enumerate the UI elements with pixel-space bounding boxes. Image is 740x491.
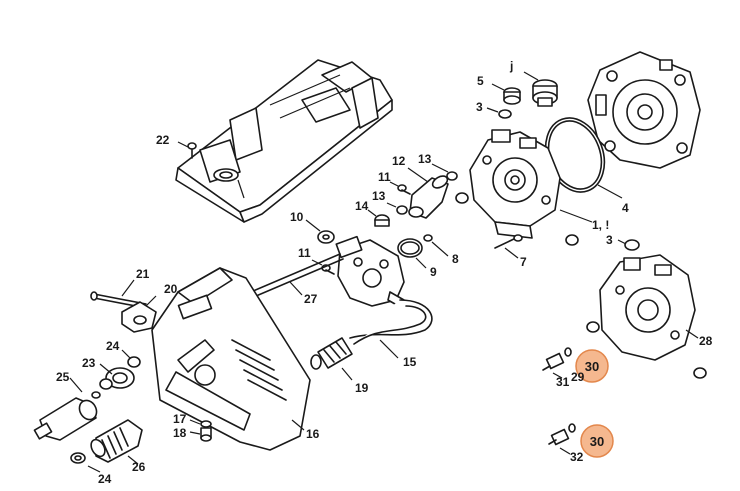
plug-14 bbox=[367, 209, 390, 227]
label-29: 29 bbox=[571, 370, 585, 384]
label-25: 25 bbox=[56, 370, 70, 384]
label-20: 20 bbox=[164, 282, 178, 296]
plug-part-5 bbox=[491, 83, 521, 105]
nozzle-25 bbox=[33, 377, 101, 441]
label-16: 16 bbox=[306, 427, 320, 441]
label-11-top: 11 bbox=[378, 170, 391, 184]
label-9: 9 bbox=[430, 265, 437, 279]
highlight-30-lower-label: 30 bbox=[590, 434, 604, 449]
fitting-17-18 bbox=[189, 419, 212, 442]
label-7: 7 bbox=[520, 255, 527, 269]
label-11-lower: 11 bbox=[298, 246, 311, 260]
highlight-30-lower[interactable]: 30 bbox=[580, 424, 614, 458]
label-18: 18 bbox=[173, 426, 187, 440]
label-1: 1, ! bbox=[592, 218, 609, 232]
sleeve-near-1 bbox=[565, 234, 579, 246]
plug-part-j bbox=[523, 71, 558, 107]
small-part-3-mid bbox=[617, 239, 640, 251]
bolt-7 bbox=[494, 234, 523, 259]
elbow-fitting-12 bbox=[407, 167, 449, 219]
label-22: 22 bbox=[156, 133, 170, 147]
label-17: 17 bbox=[173, 412, 187, 426]
ring-24-bottom bbox=[70, 452, 101, 473]
screw-11-top bbox=[389, 181, 411, 195]
strainer-19 bbox=[310, 337, 353, 381]
label-31: 31 bbox=[556, 375, 570, 389]
label-32: 32 bbox=[570, 450, 584, 464]
label-13-top: 13 bbox=[418, 152, 432, 166]
block-20 bbox=[121, 295, 157, 333]
label-14: 14 bbox=[355, 199, 369, 213]
small-part-near-1 bbox=[455, 192, 469, 204]
main-housing-16 bbox=[151, 267, 311, 451]
o-ring-4 bbox=[544, 117, 623, 199]
o-ring-13-mid bbox=[386, 202, 408, 215]
label-13-mid: 13 bbox=[372, 189, 386, 203]
label-28: 28 bbox=[699, 334, 713, 348]
screw-22 bbox=[177, 141, 197, 159]
label-3-mid: 3 bbox=[606, 233, 613, 247]
label-26: 26 bbox=[132, 460, 146, 474]
valve-fitting-32 bbox=[548, 423, 576, 455]
valve-fitting-29 bbox=[542, 347, 572, 379]
label-23: 23 bbox=[82, 356, 96, 370]
label-5: 5 bbox=[477, 74, 484, 88]
coupling-26 bbox=[90, 419, 143, 465]
label-21: 21 bbox=[136, 267, 150, 281]
label-24-top: 24 bbox=[106, 339, 120, 353]
motor-flange-part bbox=[587, 51, 701, 169]
o-ring-13-top bbox=[431, 163, 458, 181]
pump-head-part-1 bbox=[469, 129, 593, 239]
sleeve-near-28 bbox=[586, 321, 707, 379]
label-27: 27 bbox=[304, 292, 318, 306]
housing-cover-part bbox=[175, 59, 393, 223]
label-19: 19 bbox=[355, 381, 369, 395]
label-4: 4 bbox=[622, 201, 629, 215]
highlight-30-upper[interactable]: 30 bbox=[575, 349, 609, 383]
valve-body bbox=[335, 235, 405, 309]
small-part-3-top bbox=[486, 107, 512, 119]
hose-15 bbox=[349, 299, 433, 359]
ring-24-top bbox=[121, 349, 141, 368]
label-10: 10 bbox=[290, 210, 304, 224]
label-24-bottom: 24 bbox=[98, 472, 112, 486]
label-15: 15 bbox=[403, 355, 417, 369]
o-ring-9 bbox=[397, 238, 427, 269]
label-8: 8 bbox=[452, 252, 459, 266]
label-3-top: 3 bbox=[476, 100, 483, 114]
nut-23 bbox=[99, 363, 135, 390]
small-ring-8 bbox=[423, 234, 449, 257]
label-12: 12 bbox=[392, 154, 406, 168]
pump-housing-part-28 bbox=[599, 254, 699, 361]
washer-10 bbox=[305, 219, 335, 244]
label-j: j bbox=[509, 59, 513, 73]
highlight-30-upper-label: 30 bbox=[585, 359, 599, 374]
